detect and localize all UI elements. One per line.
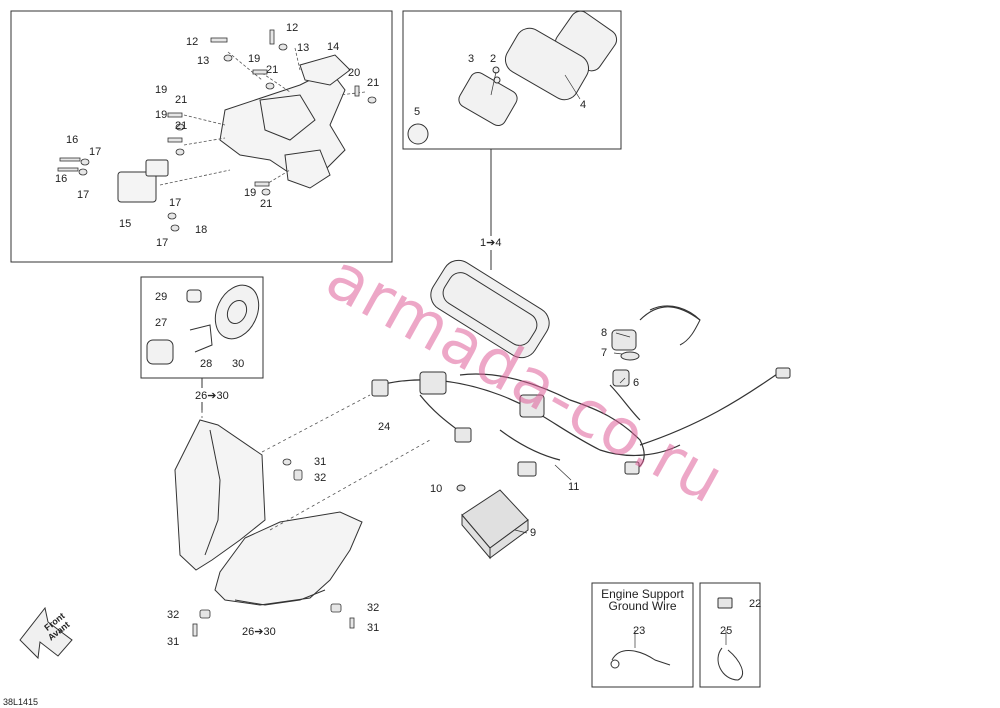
left-headlamp (174, 419, 266, 571)
label-11: 11 (568, 481, 580, 493)
reference-code: 38L1415 (3, 697, 39, 707)
label-8: 8 (601, 327, 608, 339)
label-4: 4 (580, 99, 587, 111)
voltage-regulator (456, 484, 529, 560)
label-10: 10 (430, 483, 443, 495)
label-6: 6 (633, 377, 640, 389)
gauge-detail-box (402, 10, 622, 150)
label-19d: 19 (244, 187, 257, 199)
label-19a: 19 (248, 53, 261, 65)
ground-wire (610, 650, 671, 669)
label-17a: 17 (89, 146, 102, 158)
bulb-parts (146, 284, 260, 365)
label-7: 7 (601, 347, 608, 359)
label-21e: 21 (260, 198, 273, 210)
label-31a: 31 (314, 456, 327, 468)
label-26-to-30a: 26➔30 (195, 390, 229, 402)
label-12b: 12 (286, 22, 299, 34)
front-arrow-label: Front Avant (24, 611, 74, 656)
label-16a: 16 (66, 134, 79, 146)
label-24: 24 (378, 421, 391, 433)
label-1-to-4: 1➔4 (480, 237, 502, 249)
fuse-harness (717, 647, 743, 681)
bolts-washers (57, 29, 377, 232)
gauge-parts (407, 10, 618, 145)
label-13b: 13 (297, 42, 310, 54)
label-31c: 31 (167, 636, 180, 648)
right-headlamp (214, 511, 363, 606)
ground-wire-box (591, 582, 694, 688)
label-29: 29 (155, 291, 168, 303)
bracket-detail-box (10, 10, 393, 263)
headlight-bracket (117, 54, 351, 203)
fuse (717, 597, 733, 609)
label-27: 27 (155, 317, 168, 329)
lamp-fasteners (192, 458, 355, 637)
label-15: 15 (119, 218, 132, 230)
label-13a: 13 (197, 55, 210, 67)
label-21c: 21 (175, 94, 188, 106)
harness-connectors (371, 305, 791, 477)
front-arrow-shape (19, 606, 73, 660)
label-16b: 16 (55, 173, 68, 185)
label-12a: 12 (186, 36, 199, 48)
fuse-box (699, 582, 761, 688)
label-22: 22 (749, 598, 762, 610)
label-20: 20 (348, 67, 361, 79)
label-23: 23 (633, 625, 646, 637)
label-9: 9 (530, 527, 537, 539)
label-17c: 17 (169, 197, 182, 209)
gauge-cluster (430, 259, 550, 359)
ground-box-title-1: Engine Support (601, 587, 684, 601)
label-19c: 19 (155, 109, 168, 121)
label-17d: 17 (156, 237, 169, 249)
ground-box-title-2: Ground Wire (608, 599, 677, 613)
label-21a: 21 (266, 64, 279, 76)
label-21b: 21 (367, 77, 380, 89)
label-32a: 32 (314, 472, 327, 484)
label-30: 30 (232, 358, 245, 370)
label-21d: 21 (175, 120, 188, 132)
label-18: 18 (195, 224, 208, 236)
label-19b: 19 (155, 84, 168, 96)
label-26-to-30b: 26➔30 (242, 626, 276, 638)
label-17b: 17 (77, 189, 90, 201)
label-14: 14 (327, 41, 340, 53)
label-32c: 32 (367, 602, 380, 614)
label-3: 3 (468, 53, 475, 65)
label-5: 5 (414, 106, 421, 118)
label-32b: 32 (167, 609, 180, 621)
label-25: 25 (720, 625, 733, 637)
label-28: 28 (200, 358, 213, 370)
label-31b: 31 (367, 622, 380, 634)
label-2: 2 (490, 53, 497, 65)
